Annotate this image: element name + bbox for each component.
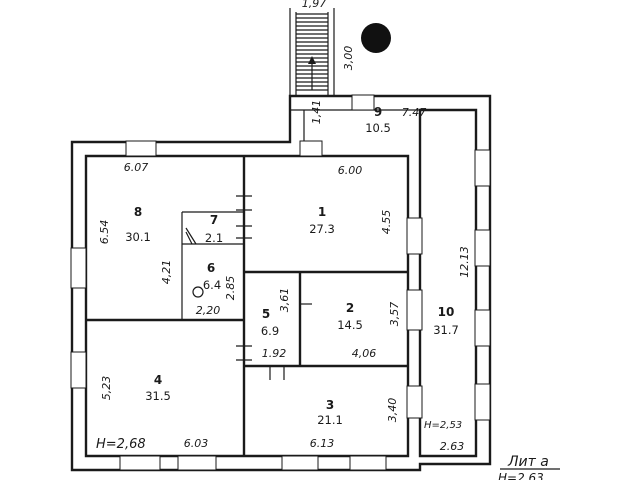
dim-r3-width: 6.13 bbox=[310, 437, 335, 450]
room-4-area: 31.5 bbox=[145, 389, 171, 403]
dim-r5-width: 1.92 bbox=[262, 347, 287, 360]
dim-r8-width: 6.07 bbox=[124, 161, 149, 174]
doors bbox=[192, 195, 312, 380]
dim-stair-height: 3,00 bbox=[342, 46, 355, 71]
room-2-number: 2 bbox=[346, 301, 354, 315]
room-4-number: 4 bbox=[154, 373, 162, 387]
room-7-area: 2.1 bbox=[205, 231, 223, 245]
room-5-area: 6.9 bbox=[261, 324, 279, 338]
interior-walls bbox=[86, 156, 408, 456]
room-5-number: 5 bbox=[262, 307, 270, 321]
dim-r1-height: 4.55 bbox=[380, 210, 393, 235]
room-3-number: 3 bbox=[326, 398, 334, 412]
dim-r2-width: 4,06 bbox=[352, 347, 377, 360]
lit-label: Лит а bbox=[507, 454, 549, 470]
dim-porch-length: 7.47 bbox=[402, 106, 427, 119]
dim-r8-height: 6.54 bbox=[98, 220, 111, 245]
lit-height-label: Н=2,63 bbox=[498, 471, 544, 480]
room-10-area: 31.7 bbox=[433, 323, 459, 337]
room-6-number: 6 bbox=[207, 261, 215, 275]
dim-r3-height: 3,40 bbox=[386, 398, 399, 423]
room-6-area: 6.4 bbox=[203, 278, 221, 292]
room-1-number: 1 bbox=[318, 205, 326, 219]
dim-r10-height: 12.13 bbox=[458, 246, 471, 278]
dim-r2-height: 3,57 bbox=[388, 302, 401, 327]
windows bbox=[70, 94, 491, 471]
room-8-area: 30.1 bbox=[125, 230, 151, 244]
dim-r1-width: 6.00 bbox=[338, 164, 363, 177]
dim-r10-width: 2.63 bbox=[440, 440, 465, 453]
room-9-number: 9 bbox=[374, 105, 382, 119]
redaction-mark bbox=[361, 23, 391, 53]
dim-r5-height: 3,61 bbox=[278, 288, 291, 313]
dim-stair-width: 1,41 bbox=[310, 100, 323, 125]
room-8-number: 8 bbox=[134, 205, 142, 219]
room-3-area: 21.1 bbox=[317, 413, 343, 427]
height-label-main: H=2,68 bbox=[96, 437, 146, 452]
dim-r4-height: 5,23 bbox=[100, 376, 113, 401]
staircase bbox=[289, 8, 335, 96]
room-7-number: 7 bbox=[210, 213, 218, 227]
room-1-area: 27.3 bbox=[309, 222, 335, 236]
room-10-number: 10 bbox=[438, 305, 455, 319]
dim-r6-height: 2.85 bbox=[224, 276, 237, 301]
dim-top-stair: 1,97 bbox=[302, 0, 327, 10]
room-9-area: 10.5 bbox=[365, 121, 391, 135]
dim-r8-inner: 4,21 bbox=[160, 260, 173, 285]
dim-r4-width: 6.03 bbox=[184, 437, 209, 450]
dim-r6-width: 2,20 bbox=[196, 304, 221, 317]
room-2-area: 14.5 bbox=[337, 318, 363, 332]
height-label-side: H=2,53 bbox=[424, 420, 462, 431]
